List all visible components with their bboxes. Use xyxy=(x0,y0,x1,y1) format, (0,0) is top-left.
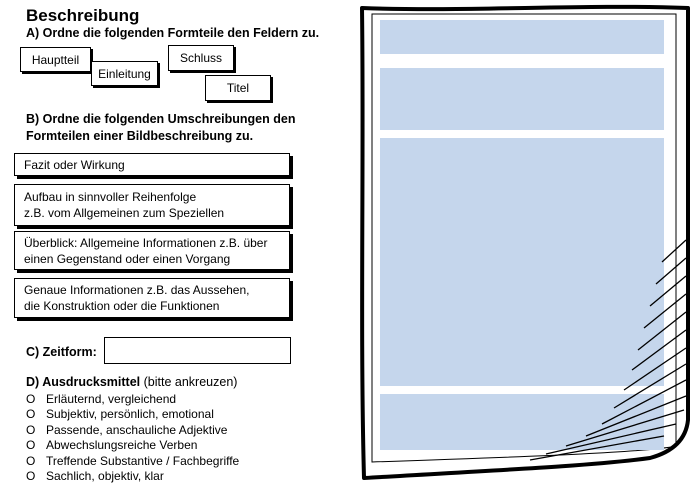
desc-card-line1: Fazit oder Wirkung xyxy=(24,157,125,172)
section-b-heading-line1: B) Ordne die folgenden Umschreibungen de… xyxy=(26,112,296,126)
option-label: Treffende Substantive / Fachbegriffe xyxy=(46,453,240,468)
section-d-heading-rest: (bitte ankreuzen) xyxy=(140,375,238,389)
option-erlaeuternd[interactable]: O Erläuternd, vergleichend xyxy=(26,391,239,407)
checkbox-circle[interactable]: O xyxy=(26,407,36,422)
desc-card-ueberblick[interactable]: Überblick: Allgemeine Informationen z.B.… xyxy=(14,231,290,270)
tense-label: C) Zeitform: xyxy=(26,345,97,359)
paper-sheet xyxy=(360,4,690,480)
checkbox-circle[interactable]: O xyxy=(26,453,36,468)
desc-card-line1: Genaue Informationen z.B. das Aussehen, xyxy=(24,283,250,297)
desc-card-line2: einen Gegenstand oder einen Vorgang xyxy=(24,251,231,266)
desc-card-line2: z.B. vom Allgemeinen zum Speziellen xyxy=(24,206,225,220)
desc-card-line1: Aufbau in sinnvoller Reihenfolge xyxy=(24,190,197,204)
drop-zone-hauptteil[interactable] xyxy=(380,138,664,386)
desc-card-genaue[interactable]: Genaue Informationen z.B. das Aussehen, … xyxy=(14,278,290,318)
section-b-heading-line2: Formteilen einer Bildbeschreibung zu. xyxy=(26,129,254,143)
option-verben[interactable]: O Abwechslungsreiche Verben xyxy=(26,438,239,454)
desc-card-aufbau[interactable]: Aufbau in sinnvoller Reihenfolge z.B. vo… xyxy=(14,184,290,226)
option-label: Abwechslungsreiche Verben xyxy=(46,438,198,453)
card-einleitung[interactable]: Einleitung xyxy=(91,61,158,86)
paper-inner-frame xyxy=(371,13,677,463)
desc-card-line2: die Konstruktion oder die Funktionen xyxy=(24,299,220,313)
option-subjektiv[interactable]: O Subjektiv, persönlich, emotional xyxy=(26,407,239,423)
card-titel[interactable]: Titel xyxy=(205,75,271,101)
option-sachlich[interactable]: O Sachlich, objektiv, klar xyxy=(26,469,239,485)
checkbox-circle[interactable]: O xyxy=(26,422,36,437)
desc-card-line1: Überblick: Allgemeine Informationen z.B.… xyxy=(24,235,268,250)
drop-zone-einleitung[interactable] xyxy=(380,68,664,130)
section-a-heading: A) Ordne die folgenden Formteile den Fel… xyxy=(26,26,320,40)
tense-input[interactable] xyxy=(104,337,291,364)
card-schluss[interactable]: Schluss xyxy=(168,45,234,71)
expression-options: O Erläuternd, vergleichend O Subjektiv, pe… xyxy=(26,391,239,484)
option-adjektive[interactable]: O Passende, anschauliche Adjektive xyxy=(26,422,239,438)
card-hauptteil[interactable]: Hauptteil xyxy=(20,47,91,72)
checkbox-circle[interactable]: O xyxy=(26,391,36,406)
option-label: Sachlich, objektiv, klar xyxy=(46,469,164,484)
option-label: Erläuternd, vergleichend xyxy=(46,391,177,406)
checkbox-circle[interactable]: O xyxy=(26,469,36,484)
option-label: Subjektiv, persönlich, emotional xyxy=(46,407,214,422)
checkbox-circle[interactable]: O xyxy=(26,438,36,453)
option-substantive[interactable]: O Treffende Substantive / Fachbegriffe xyxy=(26,453,239,469)
section-b-heading: B) Ordne die folgenden Umschreibungen de… xyxy=(26,111,295,145)
option-label: Passende, anschauliche Adjektive xyxy=(46,422,228,437)
desc-card-fazit[interactable]: Fazit oder Wirkung xyxy=(14,153,290,176)
section-d-heading: D) Ausdrucksmittel (bitte ankreuzen) xyxy=(26,375,237,389)
section-d-heading-bold: D) Ausdrucksmittel xyxy=(26,375,141,389)
drop-zone-title[interactable] xyxy=(380,20,664,54)
drop-zone-schluss[interactable] xyxy=(380,394,664,450)
page-curl-hatching xyxy=(529,239,687,461)
page-title: Beschreibung xyxy=(26,6,140,25)
